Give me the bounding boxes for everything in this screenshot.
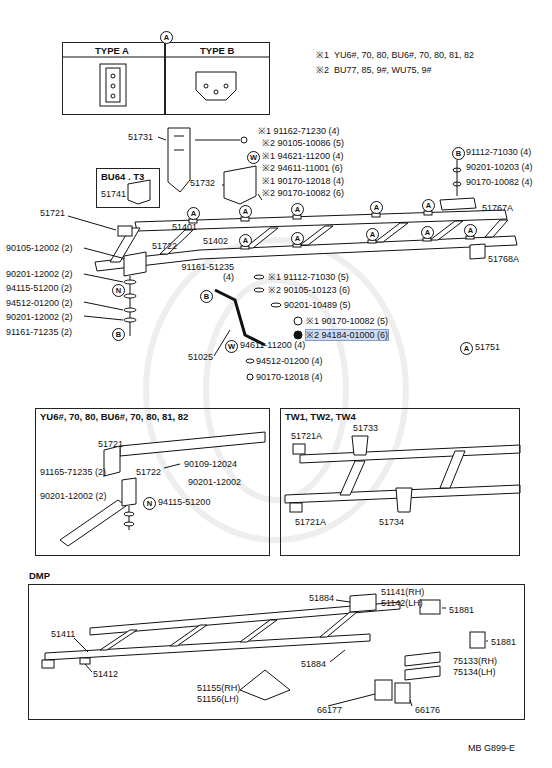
part-number: 51768A [488, 254, 519, 264]
panel-heading: DMP [29, 571, 50, 581]
part-number: 51733 [353, 423, 378, 433]
symbol-letter: A [291, 203, 304, 216]
symbol-letter: W [247, 151, 260, 164]
part-number: 51411 [51, 629, 75, 639]
part-number: 51721 [40, 208, 65, 218]
part-number: ※2 90170-10082 (6) [262, 188, 344, 198]
part-number: 51881 [449, 605, 474, 615]
part-number: 75133(RH) [453, 656, 497, 666]
part-number: 66177 [317, 705, 342, 715]
part-number: 51402 [203, 236, 228, 246]
panel-heading: TYPE B [200, 46, 234, 56]
part-number: 51025 [188, 352, 213, 362]
part-number: ※2 [316, 65, 329, 75]
part-number: ※1 90170-10082 (5) [306, 316, 388, 326]
part-number: 94611-11200 (4) [240, 340, 305, 350]
part-number: ※1 [316, 50, 329, 60]
part-number: 51731 [128, 132, 153, 142]
part-number: 51767A [482, 203, 513, 213]
part-number: ※1 91162-71230 (4) [258, 126, 339, 136]
panel-heading: YU6#, 70, 80, BU6#, 70, 80, 81, 82 [40, 412, 188, 422]
symbol-letter: A [366, 228, 379, 241]
part-number: 91165-71235 (2) [40, 467, 106, 477]
symbol-letter: B [200, 290, 213, 303]
symbol-letter: W [225, 340, 238, 353]
part-number: 91161-71235 (2) [6, 327, 72, 337]
part-number: 51412 [93, 669, 118, 679]
part-number: 51142(LH) [381, 598, 423, 608]
symbol-letter: A [187, 207, 200, 220]
part-number: MB G899-E [468, 743, 515, 753]
part-number: 51155(RH) [197, 683, 240, 693]
symbol-letter: A [421, 226, 434, 239]
part-number: ※1 90170-12018 (4) [262, 176, 344, 186]
part-number: ※2 94184-01000 (6) [306, 330, 388, 340]
part-number: 51884 [309, 593, 334, 603]
part-number: 75134(LH) [453, 667, 496, 677]
part-number: 91112-71030 (4) [466, 147, 531, 157]
part-number: 94512-01200 (2) [6, 298, 73, 308]
part-number: 51732 [190, 178, 215, 188]
symbol-letter: A [291, 232, 304, 245]
part-number: 51881 [491, 637, 516, 647]
part-number: 51751 [475, 342, 500, 352]
symbol-letter: B [112, 328, 125, 341]
part-number: ※1 91112-71030 (5) [268, 272, 349, 282]
part-number: 90170-10082 (4) [466, 177, 533, 187]
part-number: 90201-10489 (5) [284, 300, 351, 310]
part-number: ※2 94611-11001 (6) [262, 163, 343, 173]
symbol-letter: A [370, 201, 383, 214]
part-number: 51722 [152, 241, 177, 251]
part-number: 90201-12002 (2) [6, 269, 73, 279]
part-number: BU77, 85, 9#, WU75, 9# [334, 65, 432, 75]
panel-heading: TYPE A [95, 46, 129, 56]
part-number: 90105-12002 (2) [6, 243, 73, 253]
part-number: 51141(RH) [381, 587, 424, 597]
type-cell: TYPE B [165, 42, 270, 115]
part-number: 91161-51235 (4) [176, 262, 234, 282]
part-number: 90201-12002 (2) [6, 312, 73, 322]
part-number: 90109-12024 [184, 459, 237, 469]
symbol-letter: A [422, 199, 435, 212]
symbol-letter: A [239, 234, 252, 247]
part-number: 90170-12018 (4) [256, 372, 323, 382]
inset-panel: TW1, TW2, TW4 51721A 51733 51721A 51734 [280, 408, 520, 556]
type-cell: TYPE A [62, 42, 165, 115]
panel-heading: BU64 . T3 [101, 172, 144, 182]
symbol-letter: A [464, 224, 477, 237]
part-number: 90201-12002 (2) [40, 491, 107, 501]
part-number: 51884 [301, 659, 326, 669]
part-number: 51721A [295, 517, 326, 527]
part-number: 51721 [98, 439, 123, 449]
part-number: 90201-12002 [188, 477, 241, 487]
part-number: 51722 [136, 467, 161, 477]
symbol-letter: N [143, 497, 156, 510]
part-number: 66176 [415, 705, 440, 715]
symbol-letter: A [160, 31, 173, 44]
part-number: ※1 94621-11200 (4) [262, 151, 343, 161]
symbol-letter: N [112, 284, 125, 297]
symbol-letter: B [452, 147, 465, 160]
inset-panel: BU64 . T3 51741 [96, 168, 160, 208]
part-number: ※2 90105-10123 (6) [268, 285, 350, 295]
part-number: 94115-51200 [158, 497, 210, 507]
part-number: 51721A [291, 431, 322, 441]
panel-heading: TW1, TW2, TW4 [285, 412, 356, 422]
part-number: 51734 [379, 517, 404, 527]
part-number: 94115-51200 (2) [6, 283, 72, 293]
part-number: 51741 [101, 189, 126, 199]
inset-panel: YU6#, 70, 80, BU6#, 70, 80, 81, 82 51721 5… [35, 408, 270, 556]
part-number: ※2 90105-10086 (5) [262, 138, 344, 148]
part-number: 94512-01200 (4) [256, 356, 323, 366]
part-number: 90201-10203 (4) [466, 162, 533, 172]
symbol-letter: A [460, 342, 473, 355]
inset-panel: DMP51141(RH)51142(LH)5188451881518815188… [28, 584, 525, 720]
part-number: YU6#, 70, 80, BU6#, 70, 80, 81, 82 [334, 50, 474, 60]
line-art [42, 57, 520, 706]
symbol-letter: A [239, 205, 252, 218]
part-number: 51401 [172, 222, 197, 232]
part-number: 51156(LH) [197, 694, 239, 704]
